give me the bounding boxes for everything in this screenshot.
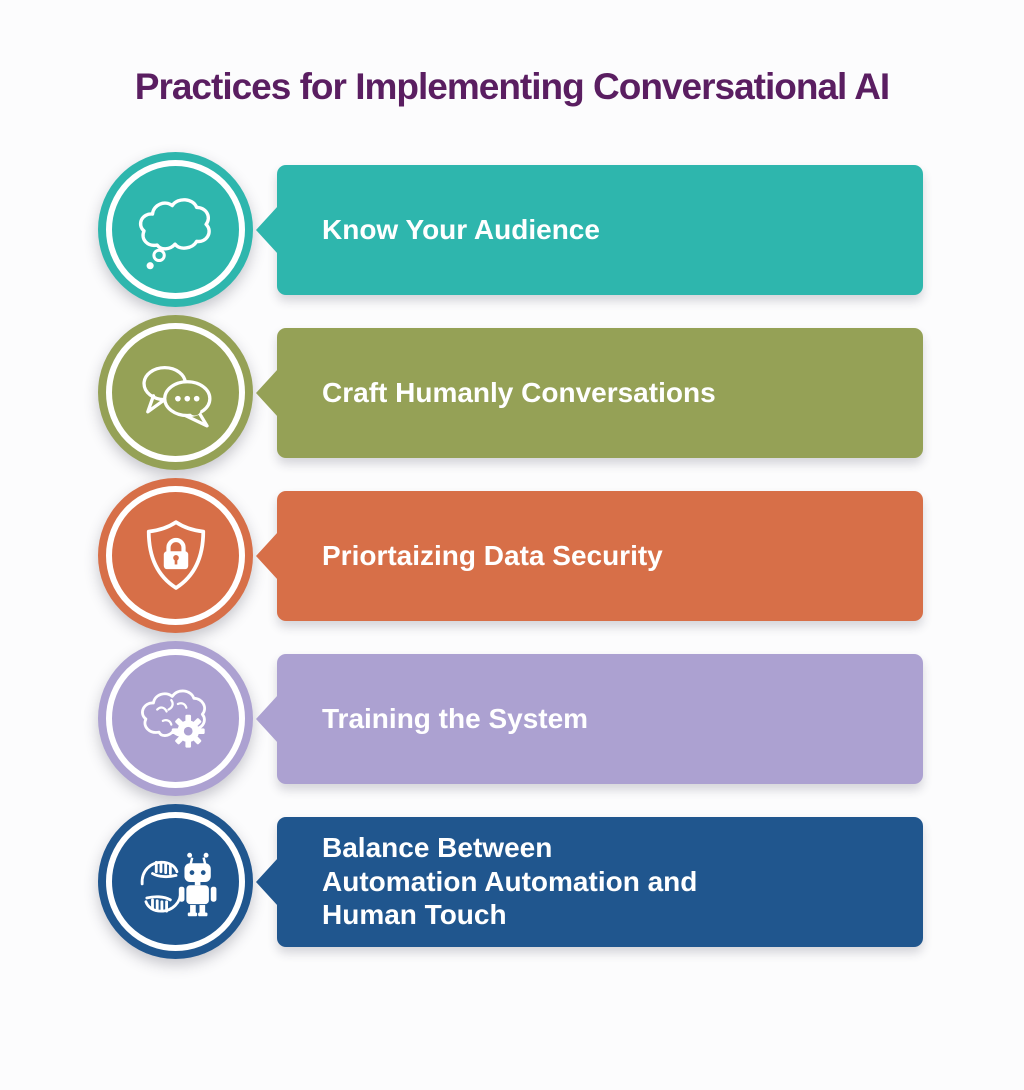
icon-circle	[98, 315, 253, 470]
practice-banner: Balance Between Automation Automation an…	[277, 816, 923, 947]
practice-label: Priortaizing Data Security	[322, 539, 663, 571]
brain-gear-icon	[140, 689, 206, 748]
thought-cloud-icon	[138, 197, 211, 269]
chat-bubbles-icon	[141, 365, 211, 428]
icon-circle	[98, 641, 253, 796]
practice-banner: Craft Humanly Conversations	[277, 327, 923, 458]
practice-label: Know Your Audience	[322, 213, 600, 245]
practice-row-balance: Balance Between Automation Automation an…	[98, 804, 923, 959]
page-title: Practices for Implementing Conversationa…	[134, 66, 890, 107]
practice-label: Training the System	[322, 702, 589, 734]
icon-circle	[98, 152, 253, 307]
icon-circle	[98, 478, 253, 633]
practice-rows: Know Your Audience Craft Humanly Convers…	[0, 152, 1024, 959]
practice-label: Balance Between Automation Automation an…	[322, 832, 698, 931]
practice-row-training: Training the System	[98, 641, 923, 796]
shield-lock-icon	[146, 519, 205, 590]
practice-row-audience: Know Your Audience	[98, 152, 923, 307]
practice-banner: Know Your Audience	[277, 164, 923, 295]
practice-banner: Training the System	[277, 653, 923, 784]
practice-row-security: Priortaizing Data Security	[98, 478, 923, 633]
practice-banner: Priortaizing Data Security	[277, 490, 923, 621]
icon-circle	[98, 804, 253, 959]
hands-robot-icon	[140, 852, 216, 916]
practice-row-conversations: Craft Humanly Conversations	[98, 315, 923, 470]
practice-label: Craft Humanly Conversations	[322, 376, 716, 408]
infographic-page: Practices for Implementing Conversationa…	[0, 66, 1024, 959]
